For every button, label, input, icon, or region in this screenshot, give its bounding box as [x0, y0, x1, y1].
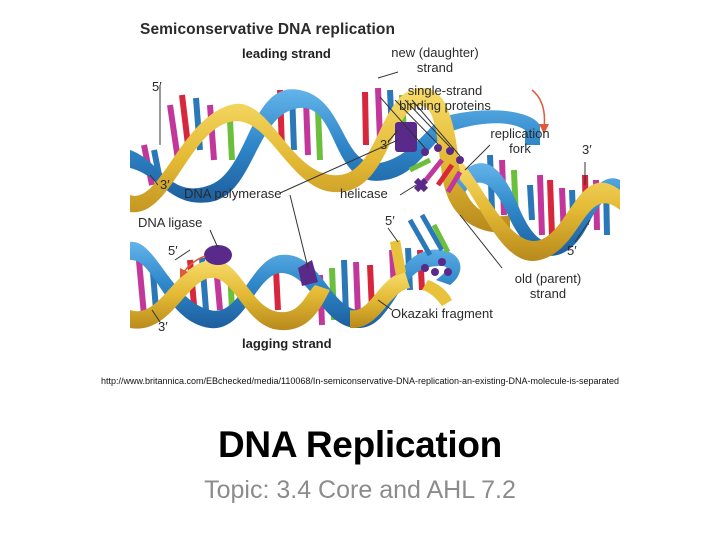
okazaki-fragment-shape: [390, 240, 406, 276]
slide-subtitle: Topic: 3.4 Core and AHL 7.2: [204, 476, 516, 504]
helicase-icon: [413, 177, 429, 193]
label-new-daughter-strand-2: strand: [416, 60, 454, 75]
end-label-top-left-3: 3′: [160, 177, 170, 192]
label-lagging-strand: lagging strand: [242, 336, 332, 351]
leader-lines: [149, 71, 591, 323]
label-okazaki-fragment: Okazaki fragment: [391, 306, 493, 321]
end-label-bottom-left-3: 3′: [158, 319, 168, 334]
end-label-right-3: 3′: [582, 142, 592, 157]
end-label-lagging-new-5: 5′: [385, 213, 395, 228]
dna-polymerase-leading: [395, 122, 417, 152]
diagram-title: Semiconservative DNA replication: [140, 21, 396, 38]
lagging-strand-helix: [130, 213, 461, 331]
label-dna-ligase: DNA ligase: [138, 215, 203, 230]
end-label-right-5: 5′: [567, 243, 577, 258]
label-ssb-2: binding proteins: [399, 98, 491, 113]
label-old-parent-strand-1: old (parent): [514, 271, 582, 286]
label-dna-polymerase: DNA polymerase: [184, 186, 282, 201]
leading-strand-helix: [130, 87, 540, 233]
label-helicase: helicase: [340, 186, 388, 201]
label-replication-fork-2: fork: [509, 141, 531, 156]
end-label-bottom-left-5: 5′: [168, 243, 178, 258]
label-replication-fork-1: replication: [490, 126, 550, 141]
label-leading-strand: leading strand: [242, 46, 331, 61]
label-old-parent-strand-2: strand: [529, 286, 567, 301]
dna-ligase-icon: [204, 245, 232, 265]
dna-replication-diagram: Semiconservative DNA replication leading…: [130, 10, 620, 360]
label-new-daughter-strand-1: new (daughter): [391, 45, 479, 60]
end-label-leading-new-3: 3′: [380, 137, 390, 152]
dna-polymerase-lagging: [298, 260, 318, 286]
parent-helix: [455, 154, 620, 261]
label-ssb-1: single-strand: [407, 83, 483, 98]
dna-helix-illustration: [130, 71, 620, 331]
slide-title: DNA Replication: [218, 424, 502, 465]
end-label-top-left-5: 5′: [152, 79, 162, 94]
ssb-proteins-top: [421, 144, 464, 164]
source-url: http://www.britannica.com/EBchecked/medi…: [100, 376, 620, 386]
